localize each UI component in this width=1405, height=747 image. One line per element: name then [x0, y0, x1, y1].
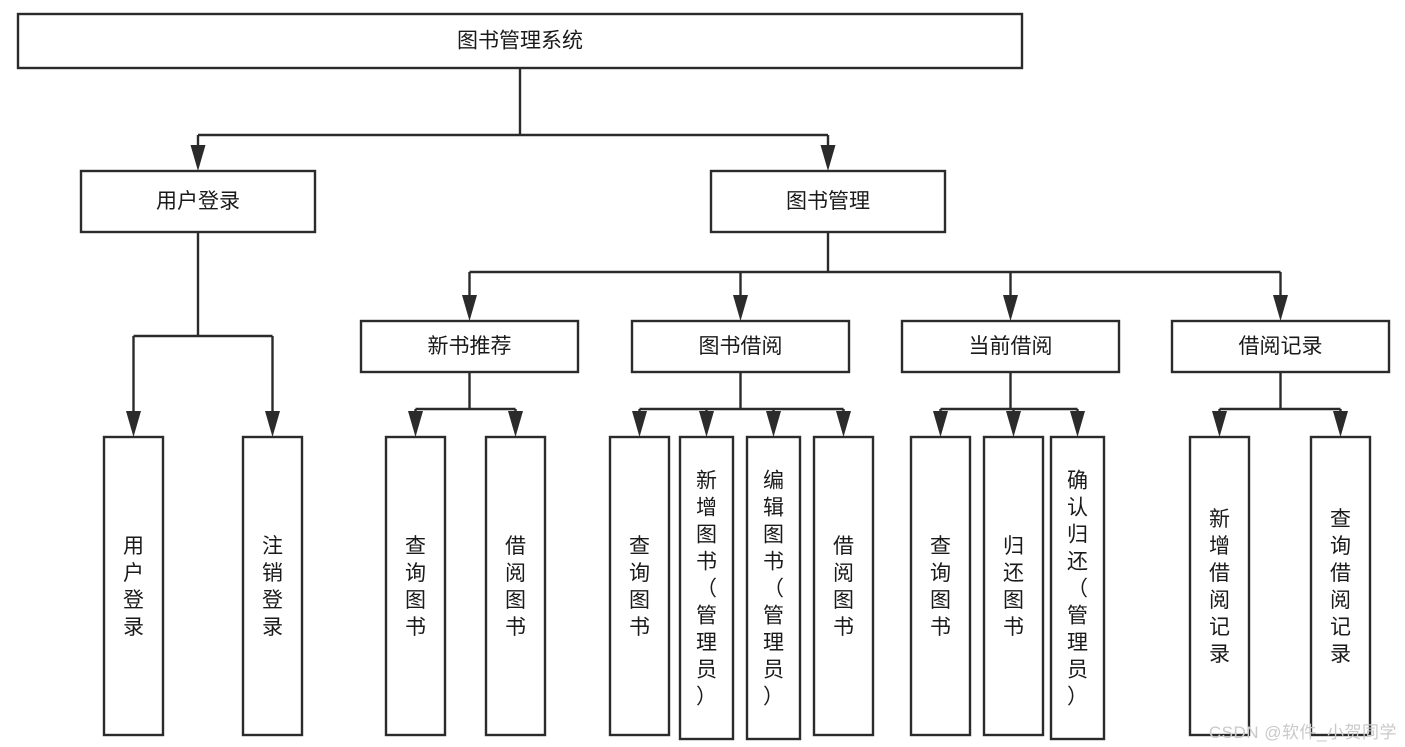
node-leaf-add-book[interactable]: 新增图书（管理员） — [678, 435, 735, 741]
arrow-head-icon — [836, 411, 851, 437]
node-box-leaf-query-book-1[interactable] — [384, 435, 447, 737]
node-label-leaf-borrow-book-2: 借阅图书 — [833, 535, 854, 639]
edge-group-user-login — [126, 232, 280, 437]
node-label-borrow-record: 借阅记录 — [1239, 335, 1323, 358]
node-box-leaf-query-record[interactable] — [1309, 435, 1372, 737]
node-box-user-login[interactable] — [79, 169, 317, 234]
node-new-book-rec[interactable]: 新书推荐 — [359, 319, 580, 374]
node-box-leaf-user-logout[interactable] — [241, 435, 304, 737]
node-user-login[interactable]: 用户登录 — [79, 169, 317, 234]
node-root[interactable]: 图书管理系统 — [16, 12, 1024, 70]
node-book-manage[interactable]: 图书管理 — [709, 169, 947, 234]
node-box-book-manage[interactable] — [709, 169, 947, 234]
node-box-new-book-rec[interactable] — [359, 319, 580, 374]
edge-group-book-borrow — [632, 372, 851, 437]
node-leaf-query-book-1[interactable]: 查询图书 — [384, 435, 447, 737]
arrow-head-icon — [1070, 411, 1085, 437]
node-box-current-borrow[interactable] — [900, 319, 1121, 374]
arrow-head-icon — [820, 145, 836, 171]
edge-group-book-manage — [462, 232, 1288, 321]
node-label-leaf-user-logout: 注销登录 — [262, 535, 283, 639]
arrow-head-icon — [462, 295, 477, 321]
node-box-leaf-user-login[interactable] — [102, 435, 165, 737]
node-label-root: 图书管理系统 — [457, 30, 583, 53]
arrow-head-icon — [1212, 411, 1227, 437]
node-box-leaf-return-book[interactable] — [982, 435, 1045, 737]
arrow-head-icon — [190, 145, 206, 171]
arrow-head-icon — [933, 411, 948, 437]
node-label-leaf-return-book: 归还图书 — [1003, 535, 1024, 639]
node-label-leaf-query-book-1: 查询图书 — [405, 535, 426, 639]
node-box-borrow-record[interactable] — [1170, 319, 1391, 374]
node-box-leaf-add-book[interactable] — [678, 435, 735, 741]
node-leaf-add-record[interactable]: 新增借阅记录 — [1188, 435, 1251, 737]
node-box-book-borrow[interactable] — [630, 319, 851, 374]
arrow-head-icon — [508, 411, 523, 437]
node-label-leaf-query-book-2: 查询图书 — [629, 535, 650, 639]
node-label-leaf-query-book-3: 查询图书 — [930, 535, 951, 639]
node-book-borrow[interactable]: 图书借阅 — [630, 319, 851, 374]
edge-layer — [126, 68, 1348, 437]
node-leaf-edit-book[interactable]: 编辑图书（管理员） — [745, 435, 802, 741]
node-label-new-book-rec: 新书推荐 — [428, 335, 512, 358]
node-box-leaf-confirm-return[interactable] — [1049, 435, 1106, 741]
edge-group-current-borrow — [933, 372, 1085, 437]
edge-group-root — [190, 68, 836, 171]
node-leaf-user-login[interactable]: 用户登录 — [102, 435, 165, 737]
node-box-leaf-edit-book[interactable] — [745, 435, 802, 741]
arrow-head-icon — [699, 411, 714, 437]
node-label-current-borrow: 当前借阅 — [969, 335, 1053, 358]
arrow-head-icon — [265, 411, 280, 437]
arrow-head-icon — [733, 295, 748, 321]
arrow-head-icon — [1273, 295, 1288, 321]
node-label-leaf-confirm-return: 确认归还（管理员） — [1067, 470, 1088, 709]
arrow-head-icon — [766, 411, 781, 437]
node-label-leaf-user-login: 用户登录 — [123, 535, 144, 639]
node-label-leaf-add-book: 新增图书（管理员） — [696, 470, 717, 709]
node-leaf-query-book-3[interactable]: 查询图书 — [909, 435, 972, 737]
node-leaf-borrow-book-1[interactable]: 借阅图书 — [484, 435, 547, 737]
node-label-leaf-edit-book: 编辑图书（管理员） — [763, 470, 784, 709]
node-layer: 图书管理系统用户登录图书管理新书推荐图书借阅当前借阅借阅记录用户登录注销登录查询… — [16, 12, 1391, 741]
node-label-book-borrow: 图书借阅 — [699, 335, 783, 358]
arrow-head-icon — [408, 411, 423, 437]
node-label-book-manage: 图书管理 — [786, 190, 870, 213]
edge-group-new-book-rec — [408, 372, 523, 437]
node-leaf-user-logout[interactable]: 注销登录 — [241, 435, 304, 737]
node-box-leaf-query-book-2[interactable] — [608, 435, 671, 737]
node-label-leaf-query-record: 查询借阅记录 — [1330, 508, 1351, 666]
node-label-user-login: 用户登录 — [156, 190, 240, 213]
arrow-head-icon — [632, 411, 647, 437]
arrow-head-icon — [126, 411, 141, 437]
node-leaf-borrow-book-2[interactable]: 借阅图书 — [812, 435, 875, 737]
node-label-leaf-borrow-book-1: 借阅图书 — [505, 535, 526, 639]
arrow-head-icon — [1003, 295, 1018, 321]
node-leaf-confirm-return[interactable]: 确认归还（管理员） — [1049, 435, 1106, 741]
node-box-leaf-borrow-book-2[interactable] — [812, 435, 875, 737]
node-box-leaf-borrow-book-1[interactable] — [484, 435, 547, 737]
node-box-leaf-query-book-3[interactable] — [909, 435, 972, 737]
node-borrow-record[interactable]: 借阅记录 — [1170, 319, 1391, 374]
arrow-head-icon — [1333, 411, 1348, 437]
edge-group-borrow-record — [1212, 372, 1348, 437]
node-current-borrow[interactable]: 当前借阅 — [900, 319, 1121, 374]
node-leaf-return-book[interactable]: 归还图书 — [982, 435, 1045, 737]
node-label-leaf-add-record: 新增借阅记录 — [1209, 508, 1230, 666]
node-leaf-query-book-2[interactable]: 查询图书 — [608, 435, 671, 737]
node-box-leaf-add-record[interactable] — [1188, 435, 1251, 737]
watermark-text: CSDN @软件_小贺同学 — [1208, 723, 1397, 742]
node-box-root[interactable] — [16, 12, 1024, 70]
node-leaf-query-record[interactable]: 查询借阅记录 — [1309, 435, 1372, 737]
arrow-head-icon — [1006, 411, 1021, 437]
